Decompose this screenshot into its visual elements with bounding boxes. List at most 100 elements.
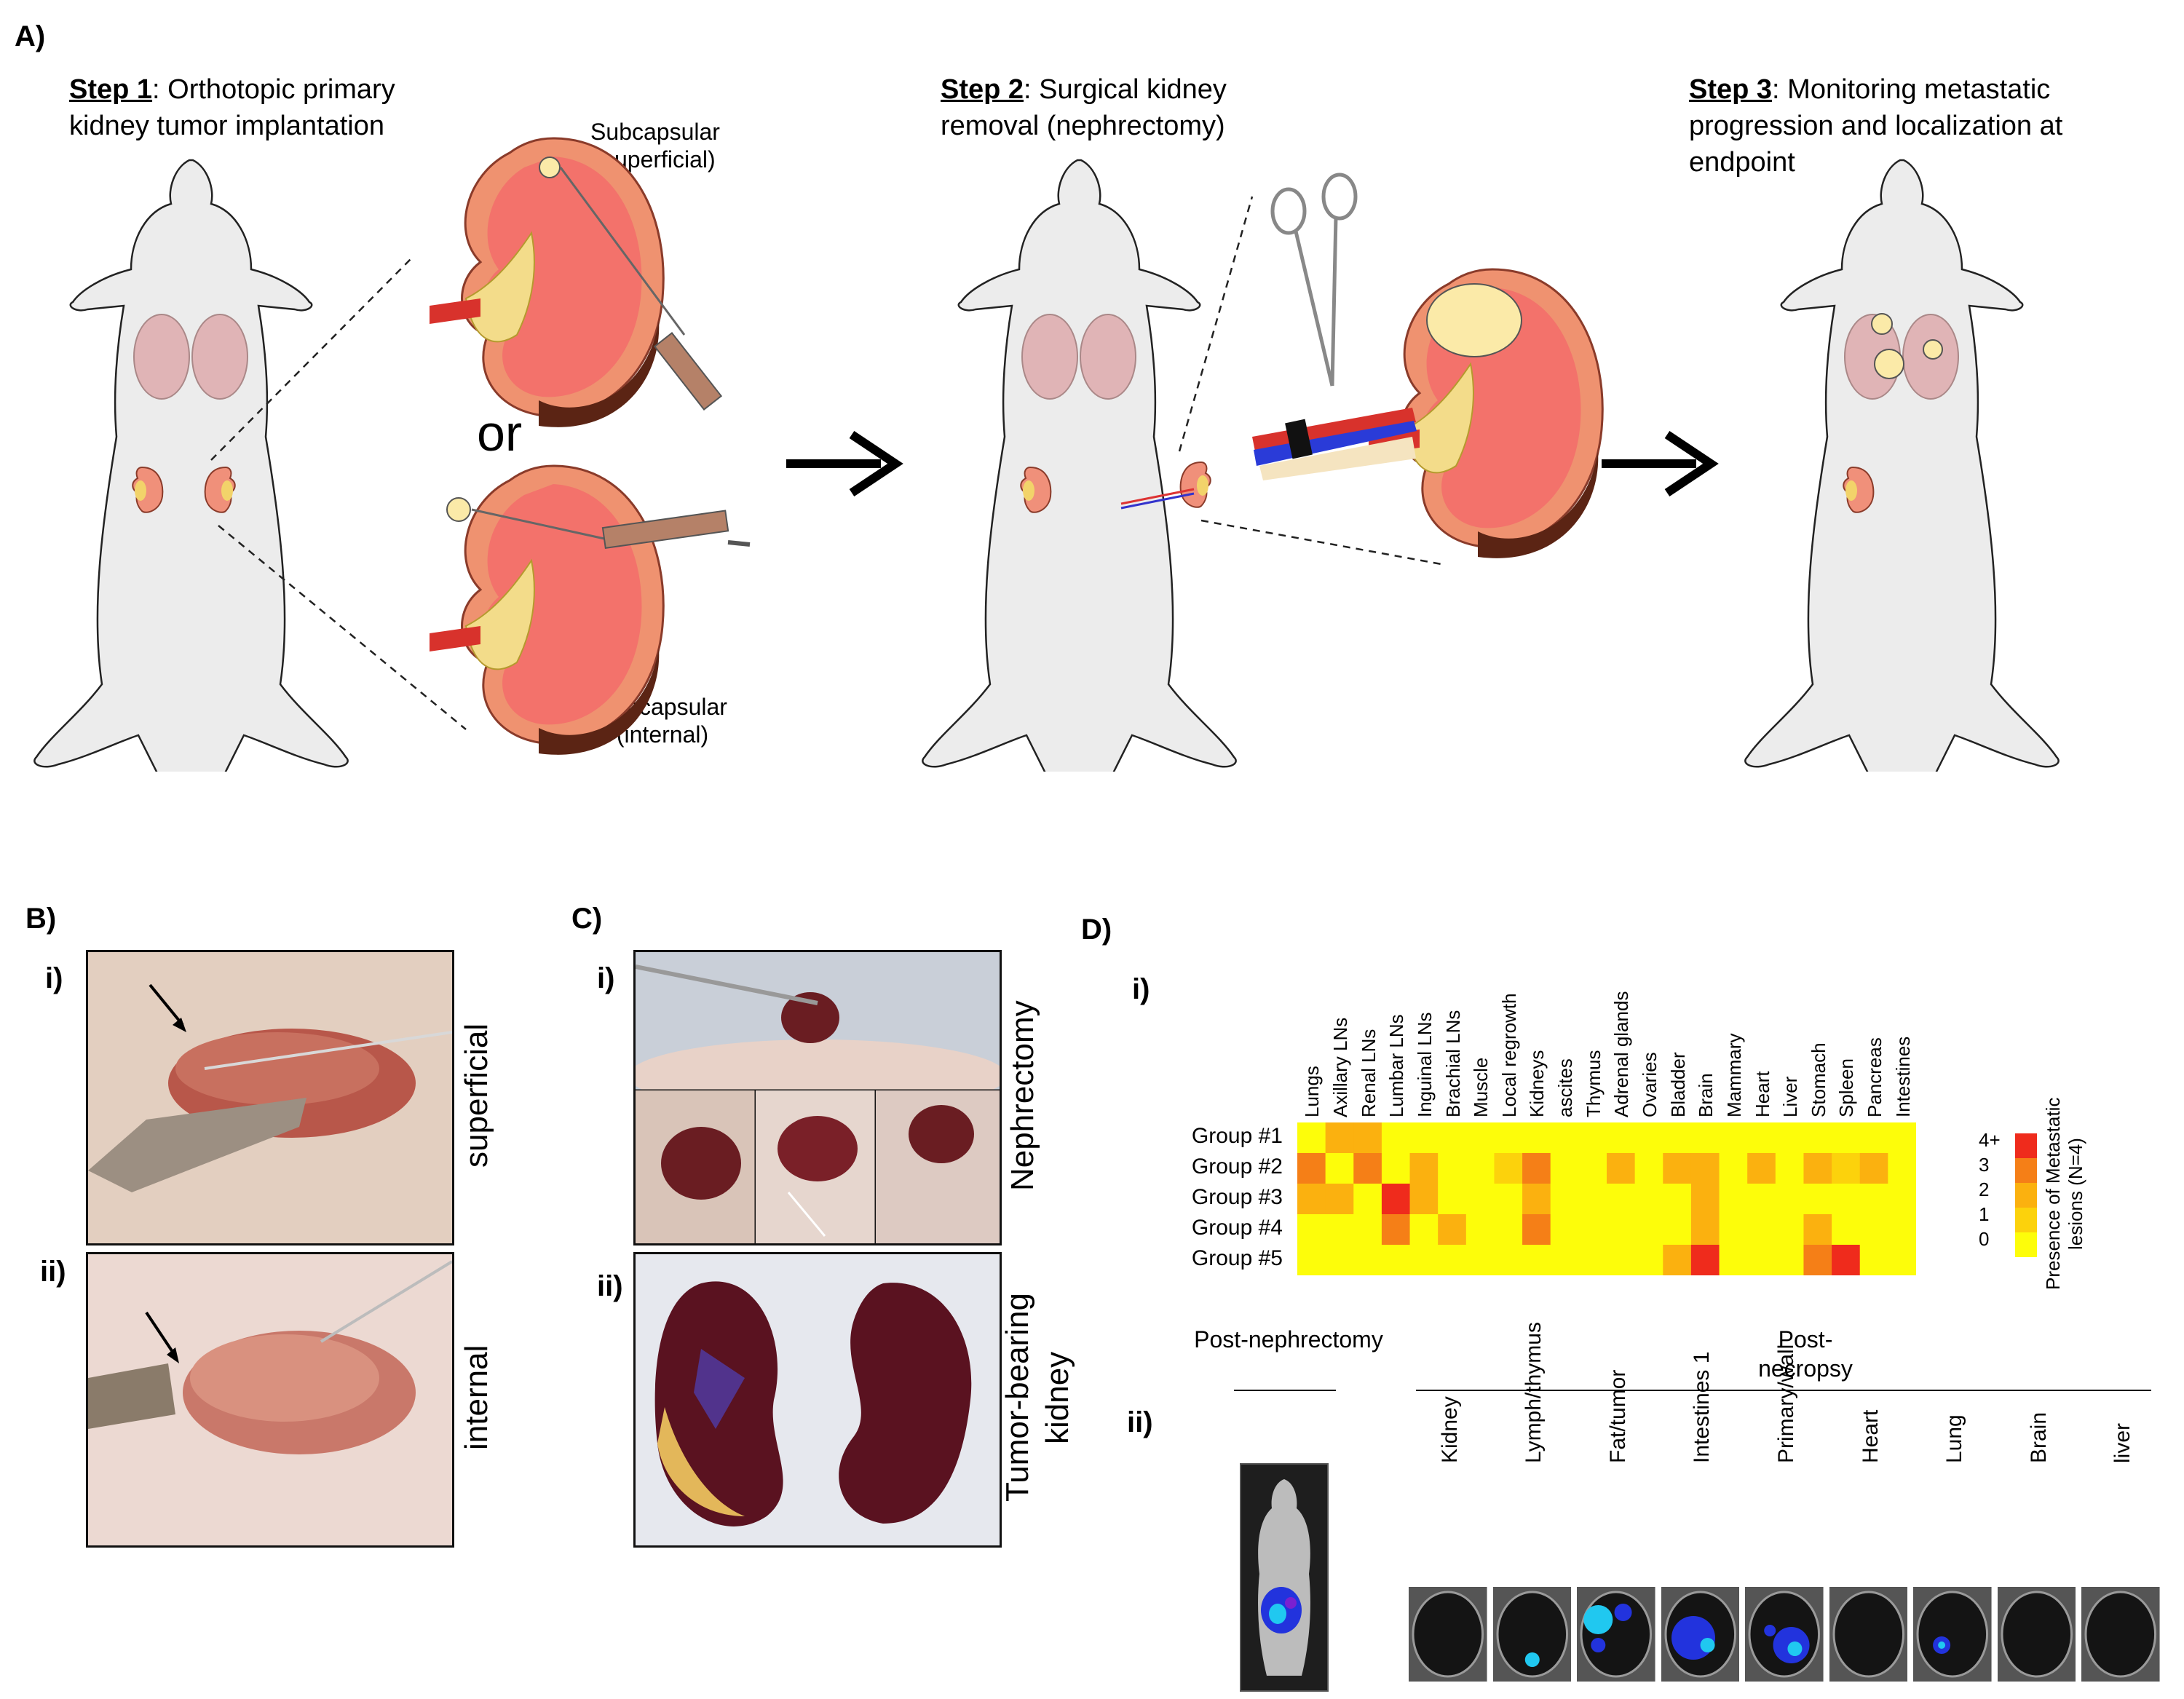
heatmap-column-label: Bladder xyxy=(1666,1052,1689,1117)
panel-b-i-label: i) xyxy=(45,962,63,994)
heatmap-cell xyxy=(1494,1153,1523,1184)
heatmap-cell xyxy=(1550,1122,1579,1154)
heatmap-cell xyxy=(1663,1184,1692,1215)
heatmap-column-label: Kidneys xyxy=(1526,1050,1548,1118)
organ-luminescence-image xyxy=(1829,1587,1908,1682)
heatmap-cell xyxy=(1719,1122,1748,1154)
heatmap-cell xyxy=(1775,1153,1804,1184)
heatmap-cell xyxy=(1409,1245,1439,1275)
post-necropsy-underline xyxy=(1416,1390,2151,1391)
heatmap-cell xyxy=(1775,1122,1804,1154)
legend-swatch xyxy=(2015,1208,2037,1233)
heatmap-cell xyxy=(1409,1184,1439,1215)
post-nephrectomy-label: Post-nephrectomy xyxy=(1194,1326,1383,1353)
heatmap-cell xyxy=(1634,1184,1663,1215)
heatmap-cell xyxy=(1409,1214,1439,1245)
heatmap-cell xyxy=(1747,1122,1776,1154)
heatmap-cell xyxy=(1719,1245,1748,1275)
heatmap-column-label: Muscle xyxy=(1470,1057,1492,1117)
step2-caption: Step 2: Surgical kidney removal (nephrec… xyxy=(941,74,1227,141)
organ-luminescence-image xyxy=(1913,1587,1992,1682)
heatmap-cell xyxy=(1465,1122,1495,1154)
panel-d-i-label: i) xyxy=(1132,973,1150,1005)
heatmap-cell xyxy=(1381,1153,1411,1184)
heatmap-cell xyxy=(1888,1184,1916,1215)
heatmap-column-label: Lumbar LNs xyxy=(1385,1014,1408,1117)
heatmap-cell xyxy=(1494,1214,1523,1245)
heatmap-cell xyxy=(1832,1122,1861,1154)
heatmap-cell xyxy=(1775,1184,1804,1215)
heatmap-cell xyxy=(1438,1122,1467,1154)
post-necropsy-label: Post-necropsy xyxy=(1758,1326,1853,1382)
heatmap-cell xyxy=(1325,1153,1354,1184)
legend-swatch xyxy=(2015,1232,2037,1257)
heatmap-cell xyxy=(1522,1122,1551,1154)
organ-luminescence-image xyxy=(1492,1587,1572,1682)
heatmap-cell xyxy=(1719,1184,1748,1215)
step3-caption: Step 3: Monitoring metastatic progressio… xyxy=(1689,74,2063,178)
step1-title: Step 1 xyxy=(69,74,153,105)
heatmap-cell xyxy=(1522,1153,1551,1184)
heatmap-row-label: Group #4 xyxy=(1191,1216,1283,1240)
heatmap-cell xyxy=(1607,1153,1636,1184)
heatmap-column-label: Axillary LNs xyxy=(1329,1017,1351,1117)
superficial-label: superficial xyxy=(459,1023,494,1168)
panel-a-label: A) xyxy=(15,20,46,52)
step3-title: Step 3 xyxy=(1689,74,1773,105)
organ-label: Lung xyxy=(1942,1414,1967,1463)
legend-tick-label: 3 xyxy=(1979,1154,1990,1176)
heatmap-cell xyxy=(1325,1245,1354,1275)
heatmap-column-label: Spleen xyxy=(1835,1058,1858,1117)
heatmap-cell xyxy=(1297,1153,1326,1184)
organ-label: Brain xyxy=(2026,1411,2051,1463)
legend-swatch xyxy=(2015,1133,2037,1159)
legend-swatch xyxy=(2015,1183,2037,1208)
heatmap-cell xyxy=(1832,1245,1861,1275)
heatmap-cell xyxy=(1297,1122,1326,1154)
heatmap-cell xyxy=(1663,1153,1692,1184)
heatmap-cell xyxy=(1381,1122,1411,1154)
heatmap-cell xyxy=(1859,1184,1888,1215)
heatmap-cell xyxy=(1353,1122,1382,1154)
panel-b-label: B) xyxy=(25,903,57,935)
heatmap-column-label: Local regrowth xyxy=(1497,993,1520,1117)
heatmap-cell xyxy=(1803,1245,1832,1275)
heatmap-cell xyxy=(1747,1214,1776,1245)
heatmap-cell xyxy=(1663,1245,1692,1275)
tumor-bearing-kidney-label: Tumor-bearing kidney xyxy=(1000,1293,1075,1502)
post-nephrectomy-underline xyxy=(1234,1390,1336,1391)
heatmap-column-label: Lungs xyxy=(1301,1066,1324,1117)
heatmap-cell xyxy=(1888,1214,1916,1245)
heatmap-column-label: Heart xyxy=(1751,1071,1773,1117)
nephrectomy-label: Nephrectomy xyxy=(1005,1000,1040,1191)
heatmap-cell xyxy=(1607,1245,1636,1275)
bioluminescence-mouse-image xyxy=(1240,1463,1329,1692)
heatmap-cell xyxy=(1494,1245,1523,1275)
organ-luminescence-image xyxy=(1661,1587,1740,1682)
heatmap-cell xyxy=(1888,1153,1916,1184)
photo-tumor-bearing-kidney xyxy=(633,1252,1002,1548)
legend-tick-label: 4+ xyxy=(1979,1129,2001,1151)
heatmap-column-label: Thymus xyxy=(1582,1050,1605,1117)
organ-label: Primary/wall xyxy=(1774,1344,1798,1463)
heatmap-cell xyxy=(1522,1214,1551,1245)
heatmap-cell xyxy=(1747,1153,1776,1184)
heatmap-cell xyxy=(1381,1245,1411,1275)
heatmap-cell xyxy=(1803,1122,1832,1154)
heatmap-column-label: Mammary xyxy=(1722,1033,1745,1117)
photo-nephrectomy xyxy=(633,950,1002,1245)
heatmap-cell xyxy=(1522,1245,1551,1275)
heatmap-column-label: Pancreas xyxy=(1864,1037,1886,1117)
heatmap-cell xyxy=(1522,1184,1551,1215)
heatmap-cell xyxy=(1297,1245,1326,1275)
heatmap-cell xyxy=(1494,1122,1523,1154)
heatmap-cell xyxy=(1690,1245,1720,1275)
heatmap-cell xyxy=(1297,1184,1326,1215)
heatmap-cell xyxy=(1353,1214,1382,1245)
heatmap-row-label: Group #5 xyxy=(1191,1246,1283,1270)
heatmap-cell xyxy=(1325,1184,1354,1215)
heatmap-column-label: Liver xyxy=(1779,1076,1802,1117)
heatmap-cell xyxy=(1719,1153,1748,1184)
heatmap-row-label: Group #1 xyxy=(1191,1124,1283,1148)
heatmap-cell xyxy=(1438,1214,1467,1245)
